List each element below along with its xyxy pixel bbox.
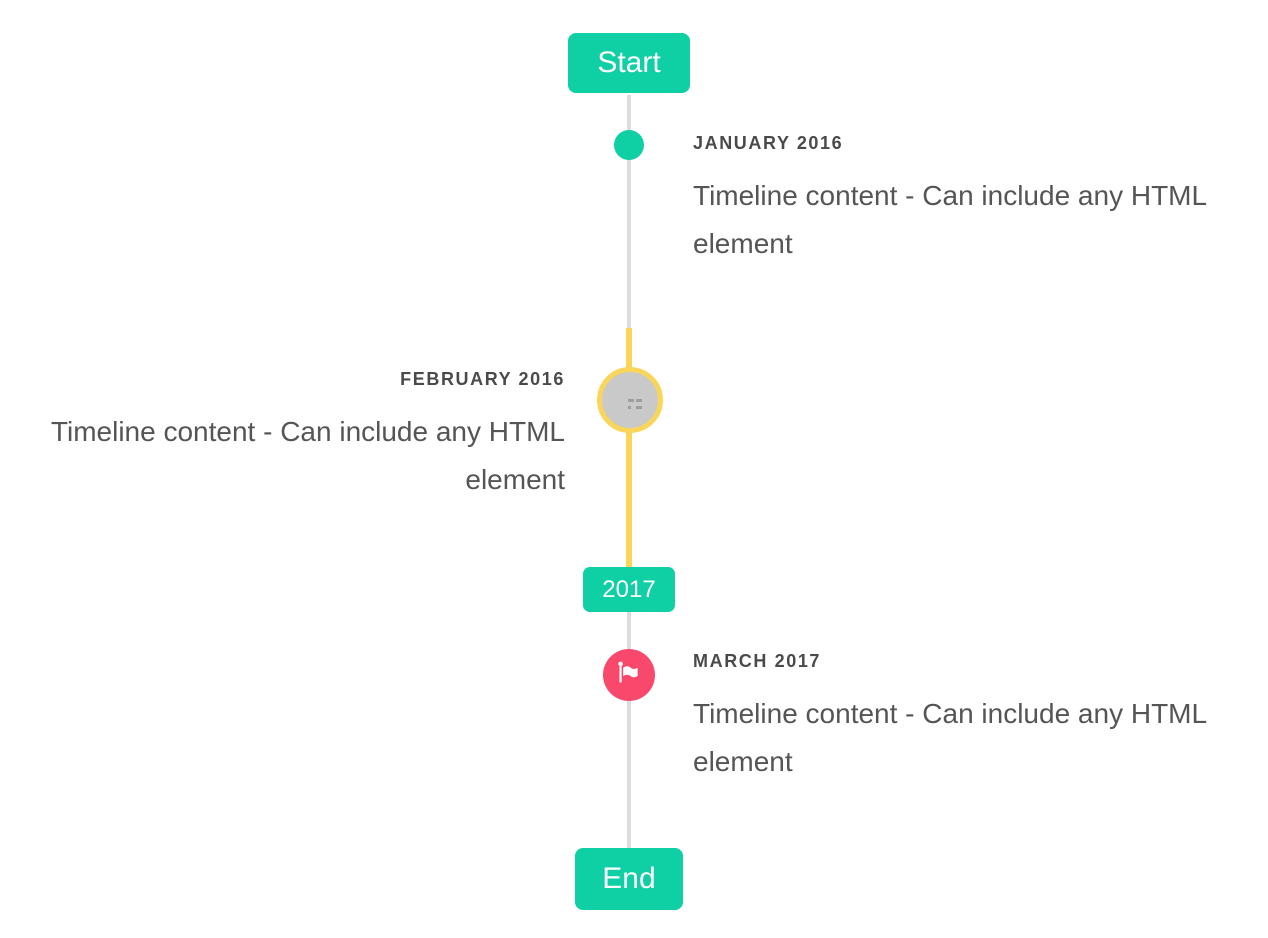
entry-content: Timeline content - Can include any HTML … [693,698,1207,777]
end-badge-label: End [602,862,656,895]
timeline-year-badge: 2017 [583,567,675,612]
timeline-entry-january: JANUARY 2016 Timeline content - Can incl… [693,133,1233,268]
timeline-marker-march[interactable] [603,649,655,701]
timeline-start-badge: Start [568,33,690,93]
entry-date-label: JANUARY 2016 [693,133,844,153]
timeline-active-segment [626,328,632,568]
entry-date-label: FEBRUARY 2016 [400,369,565,389]
timeline-end-badge: End [575,848,683,910]
timeline-marker-january[interactable] [614,130,644,160]
timeline-entry-march: MARCH 2017 Timeline content - Can includ… [693,651,1233,786]
broken-image-glyph [628,399,631,402]
year-badge-label: 2017 [602,575,656,603]
entry-content: Timeline content - Can include any HTML … [50,416,565,495]
entry-content: Timeline content - Can include any HTML … [693,180,1207,259]
timeline-marker-february[interactable] [597,367,663,433]
flag-icon [616,660,642,691]
timeline-entry-february: FEBRUARY 2016 Timeline content - Can inc… [25,369,565,504]
entry-date-label: MARCH 2017 [693,651,822,671]
start-badge-label: Start [597,46,661,79]
